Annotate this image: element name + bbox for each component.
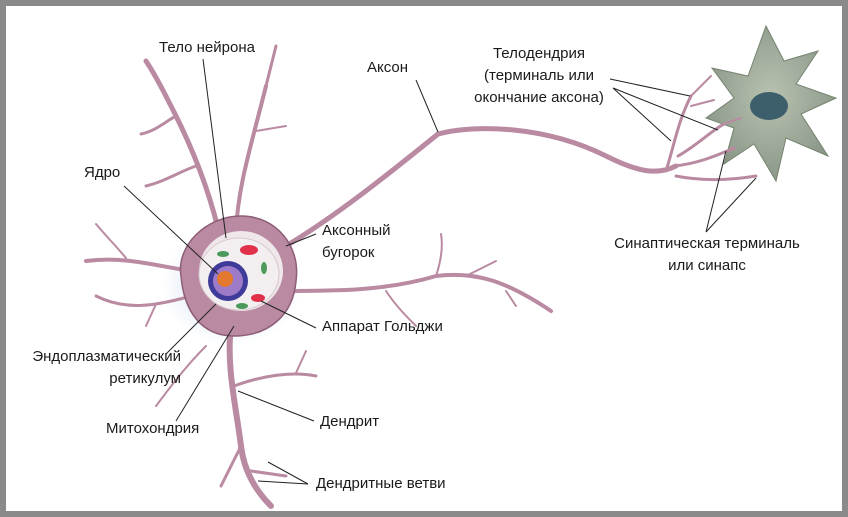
label-synapse-2: или синапс xyxy=(592,256,822,275)
label-mitochondria: Митохондрия xyxy=(106,419,199,438)
label-telodendria-2: (терминаль или xyxy=(454,66,624,85)
label-synapse-1: Синаптическая терминаль xyxy=(592,234,822,253)
label-axon-hillock-2: бугорок xyxy=(322,243,375,262)
label-nucleus: Ядро xyxy=(84,163,120,182)
label-telodendria-1: Телодендрия xyxy=(454,44,624,63)
label-axon: Аксон xyxy=(367,58,408,77)
label-telodendria-3: окончание аксона) xyxy=(454,88,624,107)
label-er-2: ретикулум xyxy=(6,369,181,388)
label-dendrite-branches: Дендритные ветви xyxy=(316,474,446,493)
label-cell-body: Тело нейрона xyxy=(144,38,270,57)
neuron-diagram: Тело нейрона Аксон Телодендрия (терминал… xyxy=(6,6,842,511)
label-golgi: Аппарат Гольджи xyxy=(322,317,443,336)
soma xyxy=(180,216,296,336)
target-nucleus xyxy=(750,92,788,120)
label-dendrite: Дендрит xyxy=(320,412,379,431)
target-cell xyxy=(706,26,836,181)
label-axon-hillock-1: Аксонный xyxy=(322,221,390,240)
label-er-1: Эндоплазматический xyxy=(6,347,181,366)
